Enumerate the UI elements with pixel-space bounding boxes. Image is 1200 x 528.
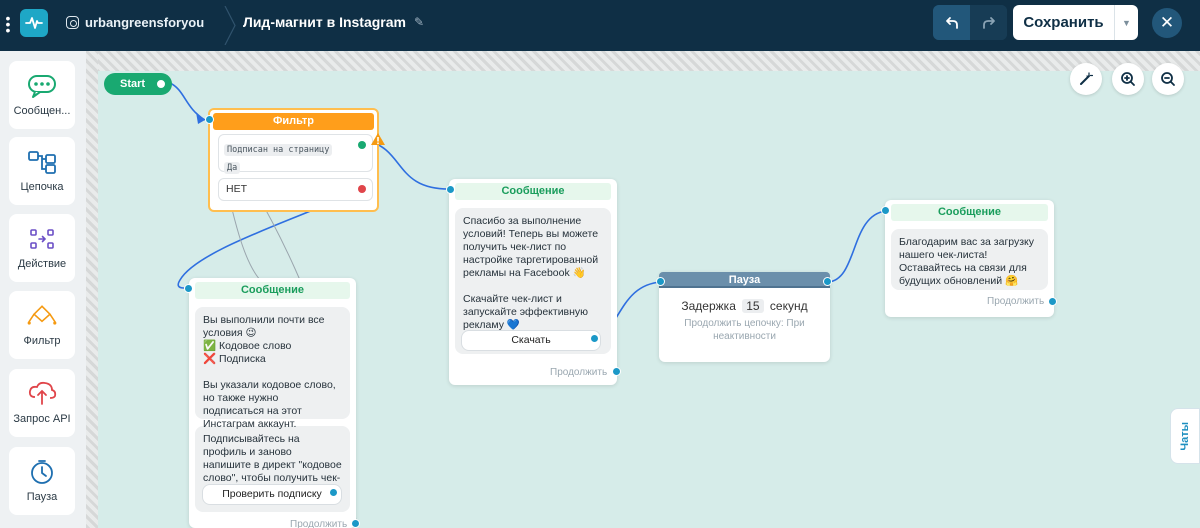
top-bar: ••• urbangreensforyou Лид-магнит в Insta… <box>0 0 1200 51</box>
tool-label: Запрос API <box>13 413 71 425</box>
message3-input-port[interactable] <box>881 206 890 215</box>
pause-subtitle: Продолжить цепочку: При неактивности <box>684 318 805 342</box>
condition-true-port[interactable] <box>358 141 366 149</box>
message-node-check-subscription[interactable]: Сообщение Вы выполнили почти все условия… <box>189 278 356 528</box>
message2-input-port[interactable] <box>184 284 193 293</box>
condition-value: Да <box>224 162 241 174</box>
zoom-in-icon <box>1121 72 1135 86</box>
check-subscription-button[interactable]: Проверить подписку <box>202 484 342 505</box>
message-title: Сообщение <box>891 204 1048 221</box>
message-text: Благодарим вас за загрузку нашего чек-ли… <box>891 229 1048 290</box>
chain-icon <box>27 149 57 175</box>
edit-pencil-icon[interactable]: ✎ <box>413 15 425 29</box>
api-request-icon <box>27 381 57 407</box>
filter-icon <box>27 303 57 329</box>
message3-continue-port[interactable] <box>1048 297 1057 306</box>
message-text-status: Вы выполнили почти все условия 😉 ✅ Кодов… <box>195 307 350 430</box>
canvas-boundary-top <box>86 51 1200 71</box>
warning-icon <box>371 133 385 145</box>
more-vertical-icon[interactable]: ••• <box>5 10 11 38</box>
message1-input-port[interactable] <box>446 185 455 194</box>
message-title: Сообщение <box>455 183 611 200</box>
app-logo[interactable] <box>20 9 48 37</box>
tool-chain[interactable]: Цепочка <box>9 137 75 205</box>
pause-title: Пауза <box>659 272 830 288</box>
else-label: НЕТ <box>226 183 247 195</box>
delay-row: Задержка 15 секунд <box>659 299 830 313</box>
pause-input-port[interactable] <box>656 277 665 286</box>
chats-tab[interactable]: Чаты <box>1170 408 1200 464</box>
toolbox-sidebar: Сообщен... Цепочка Действие Фильтр Запро… <box>0 51 86 528</box>
continue-label: Продолжить <box>987 296 1045 307</box>
save-button[interactable]: Сохранить <box>1023 14 1104 31</box>
action-icon <box>27 226 57 252</box>
continue-label: Продолжить <box>550 367 608 378</box>
message1-continue-port[interactable] <box>612 367 621 376</box>
condition-text: Подписан на страницу <box>224 144 333 156</box>
zoom-out-icon <box>1161 72 1175 86</box>
filter-title: Фильтр <box>213 113 374 130</box>
tool-api-request[interactable]: Запрос API <box>9 369 75 437</box>
close-button[interactable]: ✕ <box>1152 8 1182 38</box>
start-node[interactable]: Start <box>104 73 172 95</box>
save-options-chevron-icon[interactable]: ▼ <box>1114 5 1138 40</box>
canvas-boundary-left <box>86 51 98 528</box>
final-message-text: Благодарим вас за загрузку нашего чек-ли… <box>899 236 1035 287</box>
redo-button[interactable] <box>970 5 1007 40</box>
delay-unit: секунд <box>769 299 808 313</box>
message-text: Спасибо за выполнение условий! Теперь вы… <box>455 208 611 354</box>
filter-node[interactable]: Фильтр Подписан на страницу Да НЕТ <box>208 108 379 212</box>
tool-filter[interactable]: Фильтр <box>9 291 75 359</box>
instagram-icon <box>66 16 79 29</box>
auto-layout-wand-button[interactable] <box>1070 63 1102 95</box>
filter-condition[interactable]: Подписан на страницу Да <box>218 134 373 174</box>
message-title: Сообщение <box>195 282 350 299</box>
pause-node[interactable]: Пауза Задержка 15 секунд Продолжить цепо… <box>659 272 830 362</box>
history-controls <box>933 5 1007 40</box>
save-control: Сохранить ▼ <box>1013 5 1138 40</box>
tool-label: Сообщен... <box>13 105 71 117</box>
message-icon <box>27 73 57 99</box>
download-button[interactable]: Скачать <box>461 330 601 351</box>
continue-label: Продолжить <box>290 519 348 528</box>
breadcrumb-separator <box>224 6 236 45</box>
message2-continue-port[interactable] <box>351 519 360 528</box>
check-subscription-port[interactable] <box>329 488 338 497</box>
delay-prefix: Задержка <box>681 299 736 313</box>
undo-button[interactable] <box>933 5 970 40</box>
tool-message[interactable]: Сообщен... <box>9 61 75 129</box>
pause-output-port[interactable] <box>823 277 832 286</box>
timer-icon <box>27 459 57 485</box>
message-node-final[interactable]: Сообщение Благодарим вас за загрузку наш… <box>885 200 1054 317</box>
tool-action[interactable]: Действие <box>9 214 75 282</box>
account-switcher[interactable]: urbangreensforyou <box>66 15 204 30</box>
message-node-thanks[interactable]: Сообщение Спасибо за выполнение условий!… <box>449 179 617 385</box>
chats-tab-label: Чаты <box>1179 421 1191 451</box>
condition-false-port[interactable] <box>358 185 366 193</box>
tool-label: Действие <box>17 258 67 270</box>
account-name: urbangreensforyou <box>85 15 205 30</box>
instructions-text: Подписывайтесь на профиль и заново напиш… <box>203 433 342 497</box>
download-button-port[interactable] <box>590 334 599 343</box>
zoom-out-button[interactable] <box>1152 63 1184 95</box>
tool-pause[interactable]: Пауза <box>9 447 75 515</box>
flow-title-text: Лид-магнит в Instagram <box>243 14 406 30</box>
delay-value: 15 <box>742 299 764 313</box>
start-output-port[interactable] <box>154 77 168 91</box>
tool-label: Цепочка <box>20 181 64 193</box>
flow-title[interactable]: Лид-магнит в Instagram ✎ <box>243 14 424 30</box>
zoom-in-button[interactable] <box>1112 63 1144 95</box>
filter-input-port[interactable] <box>205 115 214 124</box>
tool-label: Пауза <box>26 491 58 503</box>
tool-label: Фильтр <box>23 335 61 347</box>
filter-else-branch[interactable]: НЕТ <box>218 178 373 201</box>
magic-wand-icon <box>1080 72 1093 85</box>
start-label: Start <box>120 78 146 90</box>
